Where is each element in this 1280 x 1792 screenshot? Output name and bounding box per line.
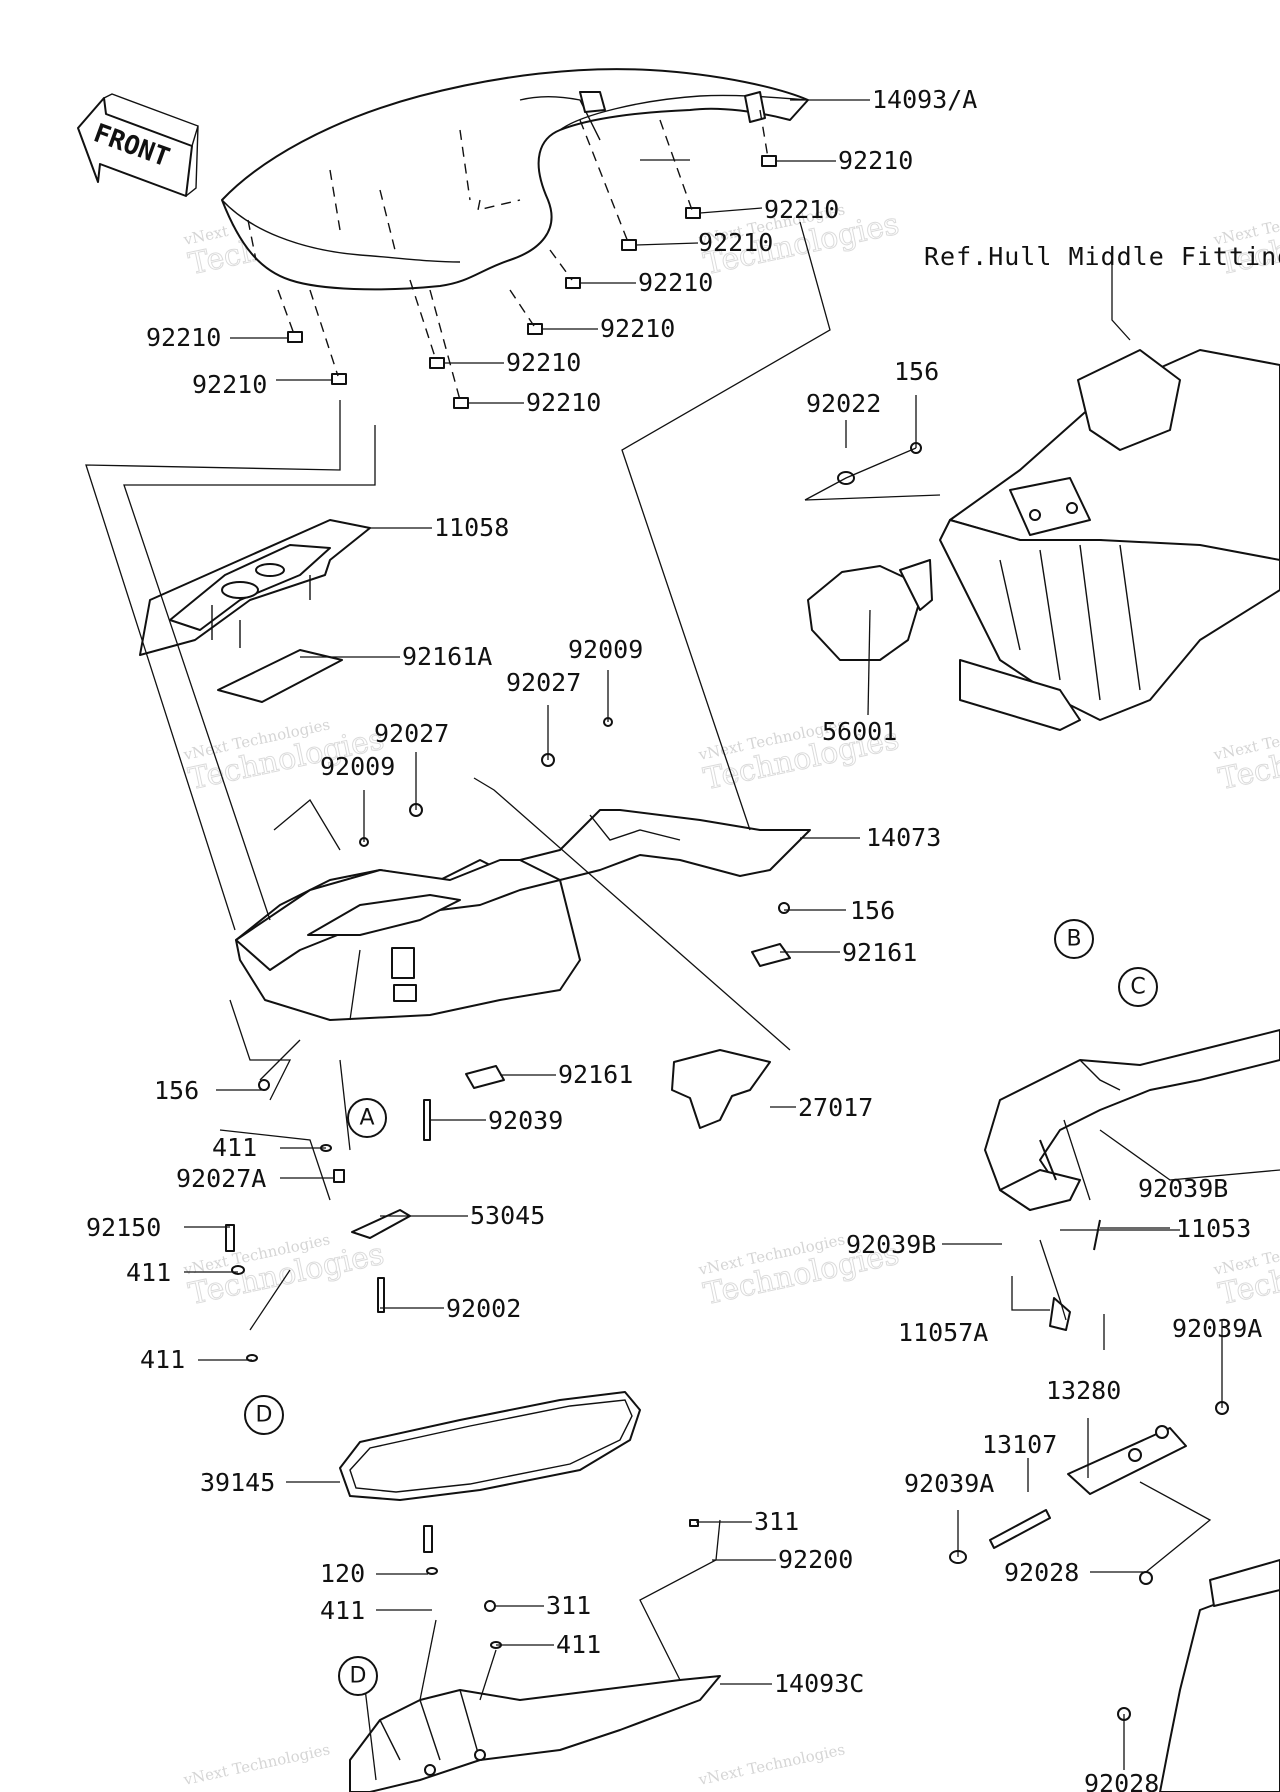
part-label-92027: 92027 bbox=[374, 719, 449, 748]
callout-c-letter: C bbox=[1130, 975, 1145, 1000]
part-label-92009: 92009 bbox=[568, 635, 643, 664]
part-label-53045: 53045 bbox=[470, 1201, 545, 1230]
callout-d-upper: D bbox=[244, 1395, 284, 1435]
part-label-92210: 92210 bbox=[764, 195, 839, 224]
part-label-92039b: 92039B bbox=[846, 1230, 936, 1259]
callout-a-letter: A bbox=[359, 1106, 374, 1131]
part-label-92022: 92022 bbox=[806, 389, 881, 418]
part-label-27017: 27017 bbox=[798, 1093, 873, 1122]
part-label-92210: 92210 bbox=[192, 370, 267, 399]
part-label-14093c: 14093C bbox=[774, 1669, 864, 1698]
part-label-92027: 92027 bbox=[506, 668, 581, 697]
part-label-411: 411 bbox=[556, 1630, 601, 1659]
callout-c: C bbox=[1118, 967, 1158, 1007]
part-label-120: 120 bbox=[320, 1559, 365, 1588]
assembly-routing-lines bbox=[85, 221, 1280, 1781]
front-arrow-icon: FRONT bbox=[77, 93, 199, 197]
seat-base-14093c bbox=[349, 1519, 721, 1792]
bracket-assembly-right bbox=[984, 1029, 1280, 1211]
callout-a: A bbox=[347, 1098, 387, 1138]
part-label-92210: 92210 bbox=[506, 348, 581, 377]
cover-56001 bbox=[807, 559, 933, 661]
part-label-92039a: 92039A bbox=[904, 1469, 994, 1498]
part-label-156: 156 bbox=[850, 896, 895, 925]
part-label-411: 411 bbox=[320, 1596, 365, 1625]
part-label-92028: 92028 bbox=[1084, 1769, 1159, 1792]
part-label-56001: 56001 bbox=[822, 717, 897, 746]
part-label-92161: 92161 bbox=[558, 1060, 633, 1089]
part-label-92009: 92009 bbox=[320, 752, 395, 781]
part-label-92027a: 92027A bbox=[176, 1164, 266, 1193]
watermark-small: vNext Technologies bbox=[696, 1740, 846, 1789]
part-label-92210: 92210 bbox=[526, 388, 601, 417]
part-label-13107: 13107 bbox=[982, 1430, 1057, 1459]
callout-b-letter: B bbox=[1066, 927, 1081, 952]
part-label-311: 311 bbox=[754, 1507, 799, 1536]
mount-13280 bbox=[949, 1139, 1229, 1585]
part-label-92210: 92210 bbox=[600, 314, 675, 343]
tray-assembly bbox=[235, 809, 811, 1021]
part-label-14093a: 14093/A bbox=[872, 85, 977, 114]
ref-hull-middle-fitting bbox=[939, 349, 1280, 731]
part-label-11053: 11053 bbox=[1176, 1214, 1251, 1243]
part-label-92002: 92002 bbox=[446, 1294, 521, 1323]
part-label-156: 156 bbox=[154, 1076, 199, 1105]
callout-d-letter: D bbox=[256, 1403, 273, 1428]
part-label-411: 411 bbox=[140, 1345, 185, 1374]
seat-cover-14093a bbox=[221, 68, 809, 291]
hull-lower-right bbox=[1117, 1559, 1280, 1792]
part-labels: 14093/A 92210 92210 92210 92210 92210 92… bbox=[86, 85, 1280, 1792]
bracket-11058 bbox=[139, 519, 371, 656]
part-label-311: 311 bbox=[546, 1591, 591, 1620]
assembly-lines-seat bbox=[277, 109, 769, 401]
gasket-39145 bbox=[339, 1391, 641, 1501]
part-label-92210: 92210 bbox=[838, 146, 913, 175]
part-label-92210: 92210 bbox=[638, 268, 713, 297]
part-label-92210: 92210 bbox=[698, 228, 773, 257]
part-label-92039: 92039 bbox=[488, 1106, 563, 1135]
plate-92161a bbox=[217, 649, 343, 703]
part-label-92161: 92161 bbox=[842, 938, 917, 967]
part-label-92161a: 92161A bbox=[402, 642, 492, 671]
reference-label: Ref.Hull Middle Fitting bbox=[924, 242, 1280, 271]
part-label-92039a: 92039A bbox=[1172, 1314, 1262, 1343]
callout-d-lower: D bbox=[338, 1656, 378, 1696]
part-label-411: 411 bbox=[126, 1258, 171, 1287]
part-label-13280: 13280 bbox=[1046, 1376, 1121, 1405]
clip-92210-set bbox=[287, 155, 777, 409]
part-label-92210: 92210 bbox=[146, 323, 221, 352]
callout-b: B bbox=[1054, 919, 1094, 959]
part-label-92150: 92150 bbox=[86, 1213, 161, 1242]
part-label-14073: 14073 bbox=[866, 823, 941, 852]
part-label-92200: 92200 bbox=[778, 1545, 853, 1574]
part-label-156: 156 bbox=[894, 357, 939, 386]
bolt-156-top bbox=[804, 442, 941, 501]
part-label-39145: 39145 bbox=[200, 1468, 275, 1497]
part-label-92039b: 92039B bbox=[1138, 1174, 1228, 1203]
callout-d-letter: D bbox=[350, 1664, 367, 1689]
part-label-411: 411 bbox=[212, 1133, 257, 1162]
watermark-small: vNext Technologies bbox=[181, 1740, 331, 1789]
leader-lines bbox=[184, 99, 1223, 1770]
part-label-92028: 92028 bbox=[1004, 1558, 1079, 1587]
part-label-11057a: 11057A bbox=[898, 1318, 988, 1347]
part-label-11058: 11058 bbox=[434, 513, 509, 542]
